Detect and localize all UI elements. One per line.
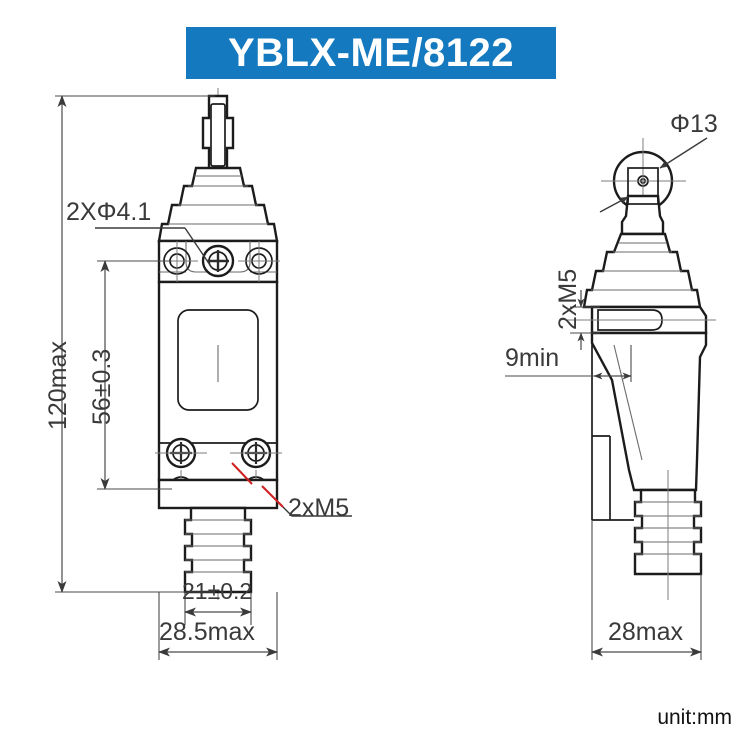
dim-inner-width (184, 592, 252, 625)
title-banner: YBLX-ME/8122 (186, 27, 556, 79)
dim-hole-pitch (97, 260, 172, 490)
dim-lever-min (505, 345, 632, 382)
side-head-flange (566, 305, 716, 335)
dim-label-side-width: 28max (608, 618, 684, 646)
leader-lever-pointer (599, 196, 629, 213)
bellows-boot-side (582, 232, 702, 309)
bellows-boot-front (157, 166, 279, 243)
center-screw-top (201, 244, 235, 278)
plunger-head (201, 94, 235, 170)
screw-lower-left (155, 437, 207, 469)
dim-overall-height (55, 95, 215, 593)
case-bottom-block (157, 478, 279, 510)
dim-label-thread-side: 2xM5 (554, 268, 582, 330)
cable-gland-side (633, 470, 703, 600)
dim-label-inner-width: 21±0.2 (182, 578, 253, 604)
leader-roller-diameter (659, 137, 708, 169)
title-text: YBLX-ME/8122 (227, 31, 515, 75)
dim-label-front-width: 28.5max (159, 618, 255, 646)
dim-label-hole-diameter: 2XΦ4.1 (66, 198, 152, 226)
dim-label-thread-front: 2xM5 (288, 494, 350, 522)
dim-label-lever-min: 9min (505, 344, 560, 372)
dim-label-hole-pitch: 56±0.3 (88, 348, 116, 425)
mount-hole-top-right (238, 241, 280, 282)
dim-label-roller-diameter: Φ13 (670, 110, 718, 138)
screw-lower-right (230, 437, 282, 469)
dim-side-width (591, 520, 702, 660)
leader-hole-diameter (95, 227, 213, 269)
unit-note: unit:mm (657, 706, 732, 729)
leader-thread-front (231, 462, 352, 517)
dim-thread-side (570, 290, 600, 350)
dim-label-overall-height: 120max (44, 341, 72, 430)
side-view-group (505, 137, 716, 660)
cover-plate (177, 309, 259, 411)
dim-front-width (158, 592, 278, 660)
front-view-group (55, 88, 352, 660)
side-cover-edge (592, 435, 611, 520)
